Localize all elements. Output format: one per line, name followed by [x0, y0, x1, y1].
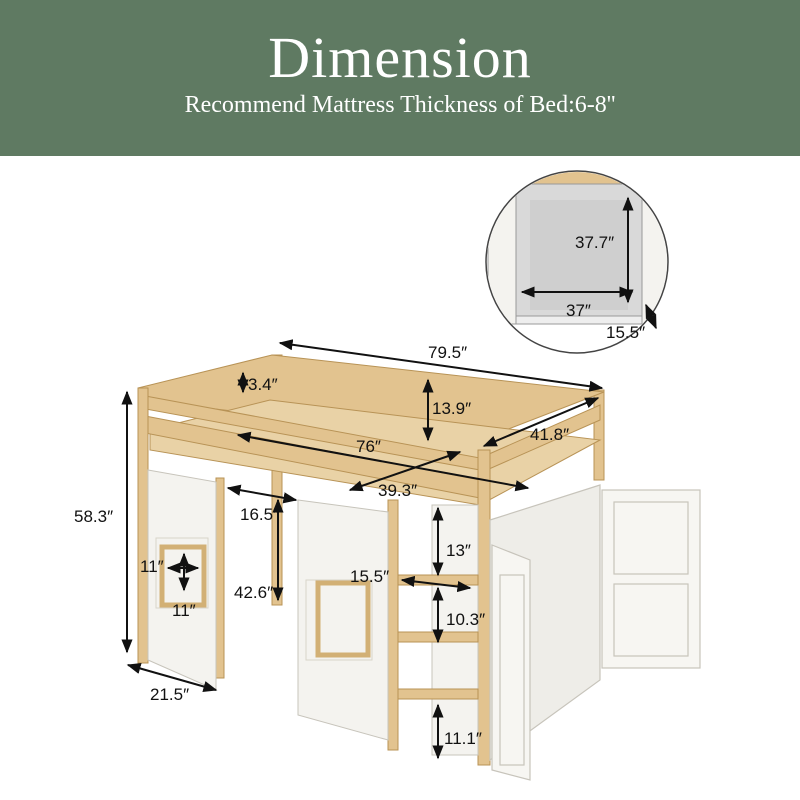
- label-window-h: 11″: [172, 601, 196, 620]
- arrow-opening-width: [226, 484, 298, 504]
- label-ladder-bottom: 11.1″: [444, 729, 482, 748]
- label-width-overall: 41.8″: [530, 425, 569, 444]
- label-height-overall: 58.3″: [74, 507, 113, 526]
- windows: [159, 544, 371, 658]
- arrow-length-overall: [278, 339, 604, 392]
- arrow-ladder-width: [400, 575, 472, 593]
- dimension-labels: 79.5″ 41.8″ 76″ 39.3″ 13.9″ 3.4″ 58.3″ 2…: [74, 233, 645, 748]
- side-panels: [147, 469, 479, 756]
- label-cabinet-width: 37″: [566, 301, 591, 320]
- label-ladder-top: 13″: [446, 541, 471, 560]
- page-title: Dimension: [268, 25, 532, 90]
- dimension-lines: [121, 196, 657, 760]
- label-ladder-width: 15.5″: [350, 567, 389, 586]
- label-opening-width: 16.5″: [240, 505, 279, 524]
- label-opening-height: 42.6″: [234, 583, 273, 602]
- label-cabinet-depth: 15.5″: [606, 323, 645, 342]
- arrow-width-inner: [348, 450, 462, 492]
- label-slat-gap: 3.4″: [248, 375, 278, 394]
- arrow-cabinet-depth: [645, 303, 657, 330]
- arrow-leg-depth: [126, 663, 218, 692]
- storage-cabinet: [489, 484, 701, 781]
- label-length-overall: 79.5″: [428, 343, 467, 362]
- label-width-inner: 39.3″: [378, 481, 417, 500]
- label-leg-depth: 21.5″: [150, 685, 189, 704]
- page-subtitle: Recommend Mattress Thickness of Bed:6-8'…: [184, 92, 616, 118]
- label-rail-height: 13.9″: [432, 399, 471, 418]
- header-banner: [0, 0, 800, 156]
- label-ladder-step: 10.3″: [446, 610, 485, 629]
- label-length-inner: 76″: [356, 437, 381, 456]
- label-cabinet-height: 37.7″: [575, 233, 614, 252]
- label-window-w: 11″: [140, 557, 164, 576]
